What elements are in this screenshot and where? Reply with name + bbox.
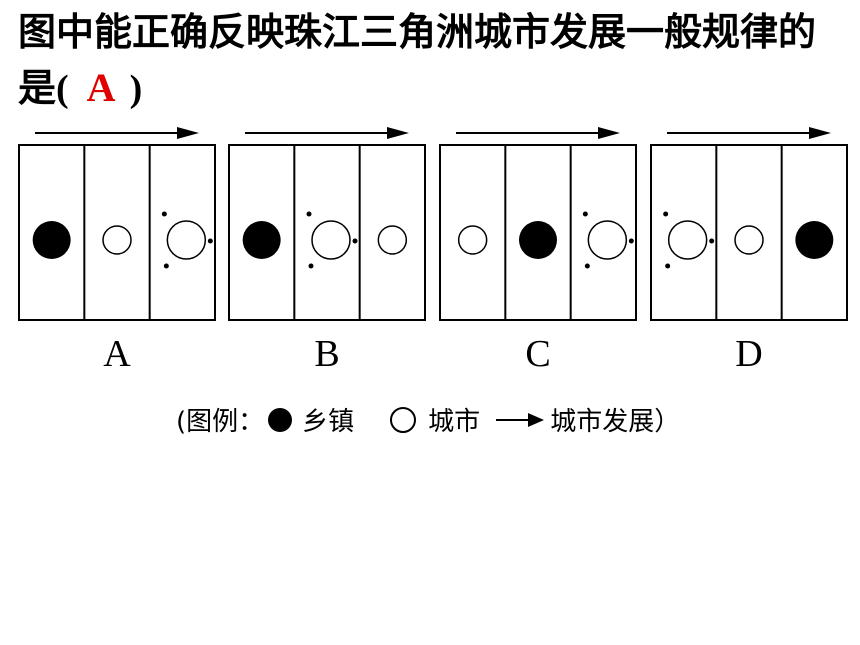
question-text: 图中能正确反映珠江三角洲城市发展一般规律的是( A) — [18, 4, 848, 117]
panel-frame — [650, 144, 848, 321]
arrow-icon — [496, 410, 545, 430]
city-icon — [390, 406, 417, 433]
expansion-dot-icon — [709, 238, 715, 244]
growing-city-icon — [667, 220, 708, 260]
answer-letter: A — [86, 65, 116, 110]
open-paren: ( — [56, 68, 69, 110]
legend-development-label: 城市发展 — [550, 407, 655, 437]
panel-a — [18, 127, 216, 321]
city-icon — [457, 225, 488, 255]
panel-c — [439, 127, 637, 321]
growing-city-icon — [311, 220, 351, 260]
panel-label-d: D — [735, 333, 763, 375]
expansion-dot-icon — [663, 211, 669, 217]
panel-label-c: C — [525, 333, 551, 375]
town-icon — [32, 221, 71, 259]
expansion-dot-icon — [352, 238, 358, 244]
expansion-dot-icon — [628, 238, 634, 244]
growing-city-icon — [166, 220, 207, 260]
expansion-dot-icon — [582, 211, 588, 217]
panel-label-a: A — [103, 333, 131, 375]
growing-city-icon — [587, 220, 628, 260]
question-stem: 图中能正确反映珠江三角洲城市发展一般规律的是 — [18, 10, 817, 110]
legend-town-label: 乡镇 — [302, 407, 355, 437]
town-icon — [519, 221, 557, 259]
legend: (图例： 乡镇 城市 城市发展 ） — [176, 401, 680, 438]
panel-d — [650, 127, 848, 321]
arrow-head-icon — [387, 127, 409, 139]
panel-label-b: B — [314, 333, 340, 375]
panel-frame — [439, 144, 637, 321]
town-icon — [795, 221, 834, 259]
expansion-dot-icon — [308, 263, 314, 269]
city-icon — [102, 225, 132, 255]
city-icon — [734, 225, 764, 255]
expansion-dot-icon — [584, 263, 590, 269]
legend-city-label: 城市 — [428, 407, 481, 437]
panel-frame — [18, 144, 216, 321]
town-icon — [268, 407, 293, 432]
city-icon — [377, 225, 408, 255]
panel-b — [228, 127, 426, 321]
expansion-dot-icon — [163, 263, 169, 269]
legend-prefix: (图例： — [176, 407, 265, 437]
expansion-dot-icon — [207, 238, 213, 244]
panel-frame — [228, 144, 426, 321]
expansion-dot-icon — [306, 211, 312, 217]
arrow-head-icon — [598, 127, 620, 139]
arrow-head-icon — [809, 127, 831, 139]
expansion-dot-icon — [665, 263, 671, 269]
expansion-dot-icon — [161, 211, 167, 217]
town-icon — [242, 221, 281, 259]
arrow-head-icon — [177, 127, 199, 139]
close-paren: ) — [129, 68, 143, 110]
legend-suffix: ） — [654, 407, 681, 437]
